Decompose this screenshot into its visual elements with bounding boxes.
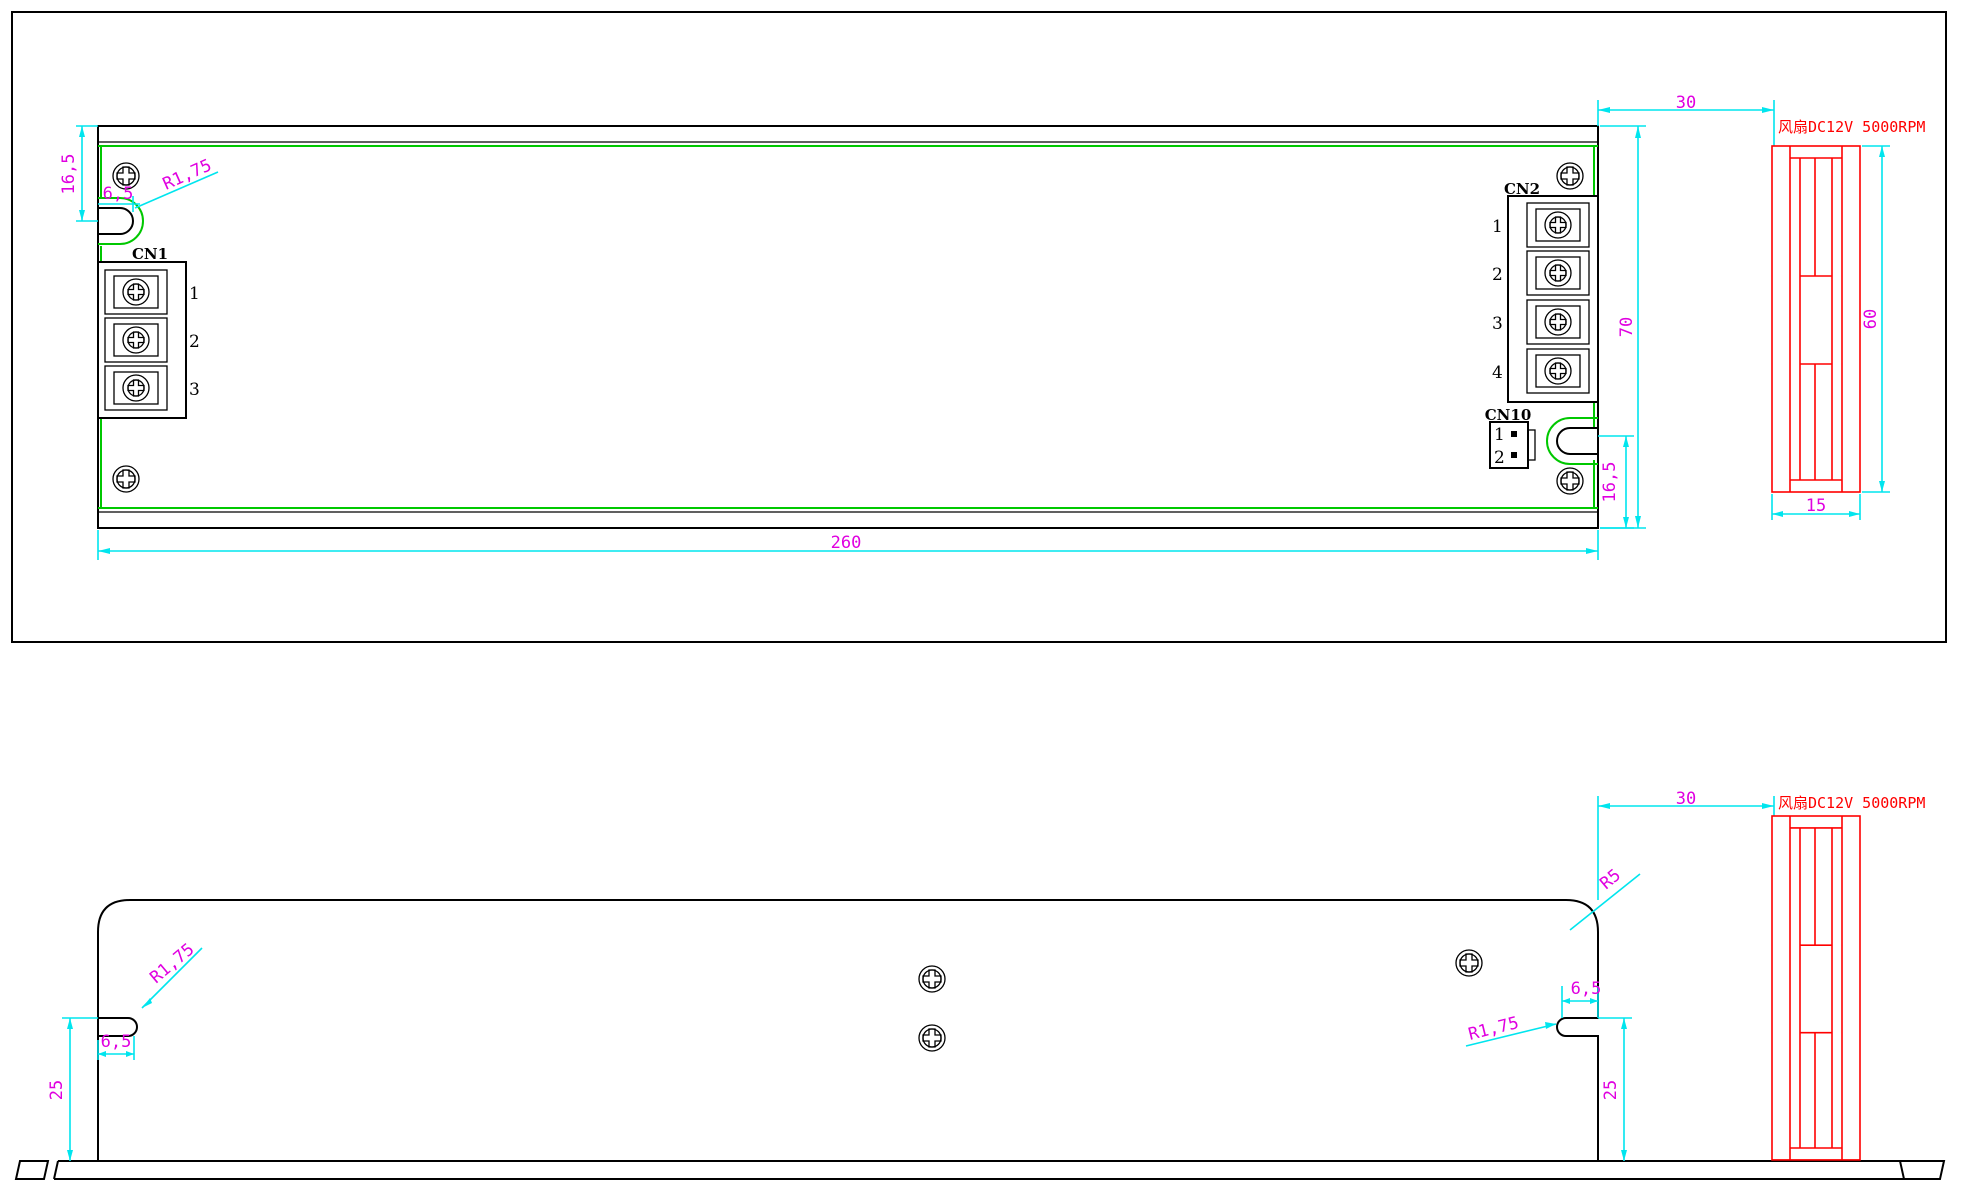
dimension-slot-width-left-side: 6,5	[97, 1032, 135, 1060]
screw-icon	[918, 965, 946, 993]
dimension-slot-offset-left: 16,5	[59, 125, 98, 222]
side-view: R5 R1,75 6,5 25 R1,75	[14, 789, 1946, 1180]
cn2-pin: 2	[1492, 265, 1503, 285]
cn2-pin: 3	[1492, 314, 1503, 334]
dim-slot-width-left-text: 6,5	[103, 184, 134, 204]
dim-fan-gap-text: 30	[1676, 93, 1696, 113]
terminal-icon	[1526, 299, 1590, 345]
dim-fan-width-text: 15	[1806, 496, 1826, 516]
terminal-icon	[104, 365, 168, 411]
terminal-icon	[1526, 348, 1590, 394]
dimension-radius-right-side: R1,75	[1465, 1013, 1557, 1047]
dim-length-text: 260	[831, 533, 862, 553]
fan-side-note: 风扇DC12V 5000RPM	[1778, 794, 1925, 812]
dimension-fan-gap: 30	[1597, 93, 1775, 146]
cn1-pin: 3	[189, 380, 200, 400]
dim-radius-left-text: R1,75	[160, 155, 215, 194]
dim-fan-gap-side-text: 30	[1676, 789, 1696, 809]
cn1-label: CN1	[132, 245, 168, 263]
dim-slot-offset-left-text: 16,5	[59, 154, 79, 195]
dim-slot-height-right-side-text: 25	[1601, 1080, 1621, 1100]
terminal-icon	[1526, 202, 1590, 248]
base-plate	[14, 1160, 1946, 1180]
screw-icon	[112, 465, 140, 493]
cn10-pin: 2	[1494, 448, 1505, 468]
screw-icon	[1556, 467, 1584, 495]
cn10-label: CN10	[1485, 406, 1532, 424]
connector-cn1: CN1 1 2 3	[97, 245, 200, 419]
dimension-slot-height-right-side: 25	[1598, 1017, 1632, 1161]
dimension-radius-left: R1,75	[134, 155, 219, 209]
terminal-icon	[104, 317, 168, 363]
left-slot	[98, 207, 134, 235]
cn1-pin: 1	[189, 284, 200, 304]
dimension-slot-width-left: 6,5	[98, 184, 140, 212]
cn1-pin: 2	[189, 332, 200, 352]
cn2-pin: 1	[1492, 217, 1503, 237]
screw-icon	[918, 1024, 946, 1052]
dimension-height: 70	[1600, 125, 1646, 529]
top-view: CN1 1 2 3 CN2 1 2 3 4 CN10	[11, 11, 1947, 643]
dimension-slot-width-right-side: 6,5	[1561, 979, 1602, 1018]
cn2-pin: 4	[1492, 363, 1503, 383]
terminal-icon	[104, 269, 168, 315]
screw-icon	[1455, 949, 1483, 977]
top-view-frame	[11, 11, 1947, 643]
right-slot	[1556, 427, 1598, 455]
fan-side: 风扇DC12V 5000RPM	[1771, 794, 1925, 1161]
housing-outline	[97, 125, 1599, 529]
cn10-pin: 1	[1494, 425, 1505, 445]
dim-slot-height-left-side-text: 25	[47, 1080, 67, 1100]
dim-slot-offset-right-text: 16,5	[1600, 462, 1620, 503]
terminal-icon	[1526, 250, 1590, 296]
dim-radius-right-side-text: R1,75	[1466, 1013, 1521, 1045]
dim-fan-height-text: 60	[1861, 309, 1881, 329]
dimension-fan-gap-side: 30	[1597, 789, 1775, 900]
cn2-label: CN2	[1504, 180, 1540, 198]
side-housing-outline	[97, 899, 1599, 1161]
fan: 风扇DC12V 5000RPM 60 15	[1771, 118, 1925, 520]
screw-icon	[1556, 162, 1584, 190]
connector-cn10: CN10 1 2	[1485, 406, 1536, 469]
dimension-radius-left-side: R1,75	[141, 940, 203, 1009]
dim-slot-width-left-side-text: 6,5	[101, 1032, 132, 1052]
fan-note: 风扇DC12V 5000RPM	[1778, 118, 1925, 136]
dimension-corner-radius: R5	[1569, 865, 1641, 931]
dimension-length: 260	[97, 530, 1599, 560]
dimension-slot-offset-right: 16,5	[1598, 435, 1634, 529]
dim-radius-left-side-text: R1,75	[146, 940, 198, 988]
dimension-slot-height-left-side: 25	[47, 1017, 98, 1161]
connector-cn2: CN2 1 2 3 4	[1492, 180, 1599, 403]
dim-height-text: 70	[1617, 317, 1637, 337]
dim-slot-width-right-side-text: 6,5	[1571, 979, 1602, 999]
